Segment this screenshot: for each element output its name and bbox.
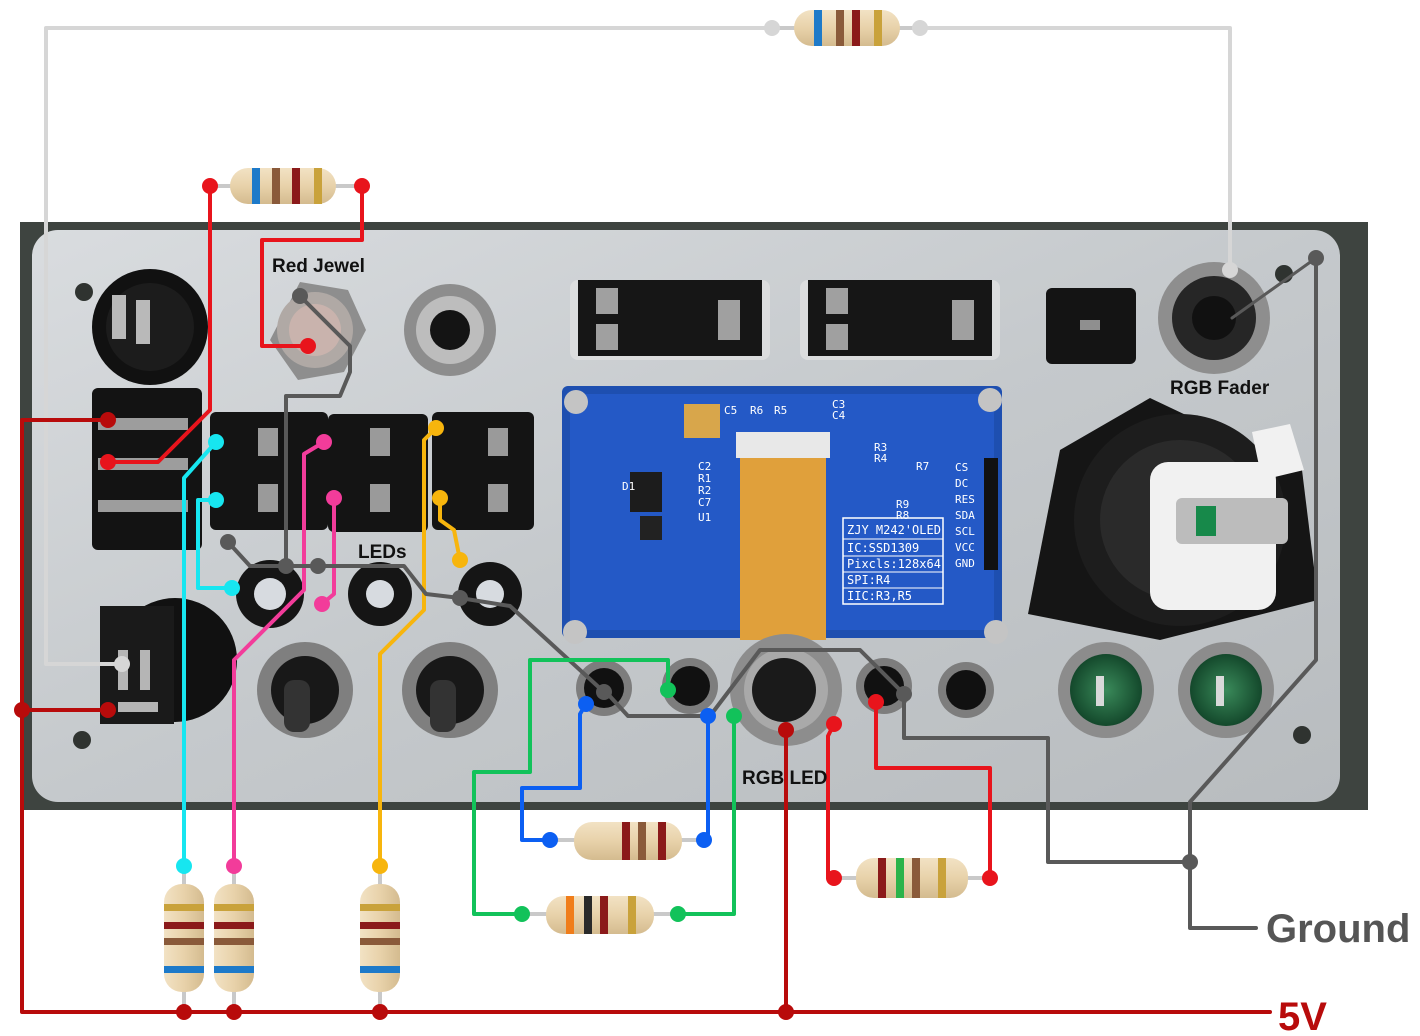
resistor-top [772,10,920,46]
wire-yellow-led [438,496,462,562]
junction-dots [14,20,1324,1020]
oled-pin-scl: SCL [955,525,975,538]
led-holders [236,560,522,628]
oled-label-line5: IIC:R3,R5 [847,589,912,603]
oled-pin-vcc: VCC [955,541,975,554]
silk-r2: R2 [698,484,711,497]
label-ground: Ground [1266,907,1410,951]
silk-r3: R3 [874,441,887,454]
oled-pin-cs: CS [955,461,968,474]
wire-blue-left [520,702,588,842]
wire-red-rocker [106,184,212,464]
silk-c4: C4 [832,409,846,422]
silk-c3: C3 [832,398,845,411]
silk-c7: C7 [698,496,711,509]
wire-red-jewel [260,184,364,348]
oled-pin-res: RES [955,493,975,506]
rgb-fader-pot [1158,262,1270,374]
silk-u1: U1 [698,511,711,524]
label-rgb-led: RGB LED [742,768,828,789]
oled-label-line2: IC:SSD1309 [847,541,919,555]
wire-light-gray [44,26,774,666]
label-5v: 5V [1278,995,1327,1036]
wire-green-right [676,714,736,916]
oled-display-module: ZJY M242'OLED IC:SSD1309 Pixcls:128x64 S… [562,386,1008,644]
rgb-led-rotary [730,634,842,746]
resistor-blue [550,822,704,860]
resistor-pink [214,866,254,1012]
wire-red-right-right [874,700,992,880]
led-switch-blocks [210,412,534,532]
oled-label-line4: SPI:R4 [847,573,890,587]
toggle-switches-bottom [257,642,498,738]
silk-r5: R5 [774,404,787,417]
wire-green-left [472,658,670,916]
resistor-green [522,896,678,934]
resistor-red [834,858,990,898]
wire-gray-ground [1188,256,1318,930]
oled-label-line3: Pixcls:128x64 [847,557,941,571]
label-red-jewel: Red Jewel [272,256,365,277]
label-leds: LEDs [358,542,407,563]
wire-light-gray-right [918,26,1232,272]
label-rgb-fader: RGB Fader [1170,378,1270,399]
green-buttons [1058,642,1274,738]
silk-r8: R8 [896,509,909,522]
wire-gray-leds [226,540,606,694]
oled-pin-dc: DC [955,477,968,490]
silk-r7: R7 [916,460,929,473]
keyed-switches [570,280,1000,360]
silk-r1: R1 [698,472,711,485]
silk-c2: C2 [698,460,711,473]
oled-pin-gnd: GND [955,557,975,570]
wire-gray-fader [1230,256,1318,320]
red-jewel-indicator [270,282,366,380]
silk-r4: R4 [874,452,888,465]
wire-gray-middle [604,648,1192,864]
resistor-cyan [164,866,204,1012]
silk-c5: C5 [724,404,737,417]
round-rocker-switch [92,269,208,385]
square-button [1046,288,1136,364]
wire-pink [232,440,326,868]
wire-cyan-led [196,498,234,590]
resistor-yellow [360,866,400,1012]
silk-r9: R9 [896,498,909,511]
oled-pin-sda: SDA [955,509,975,522]
wire-yellow [378,426,438,868]
silk-r6: R6 [750,404,763,417]
arcade-joystick [1028,398,1318,640]
silk-d1: D1 [622,480,635,493]
resistor-red-jewel [210,168,362,204]
wire-cyan [182,440,218,868]
pushbutton-top [404,284,496,376]
wire-gray-jewel [284,294,352,568]
oled-label-line1: ZJY M242'OLED [847,523,941,537]
